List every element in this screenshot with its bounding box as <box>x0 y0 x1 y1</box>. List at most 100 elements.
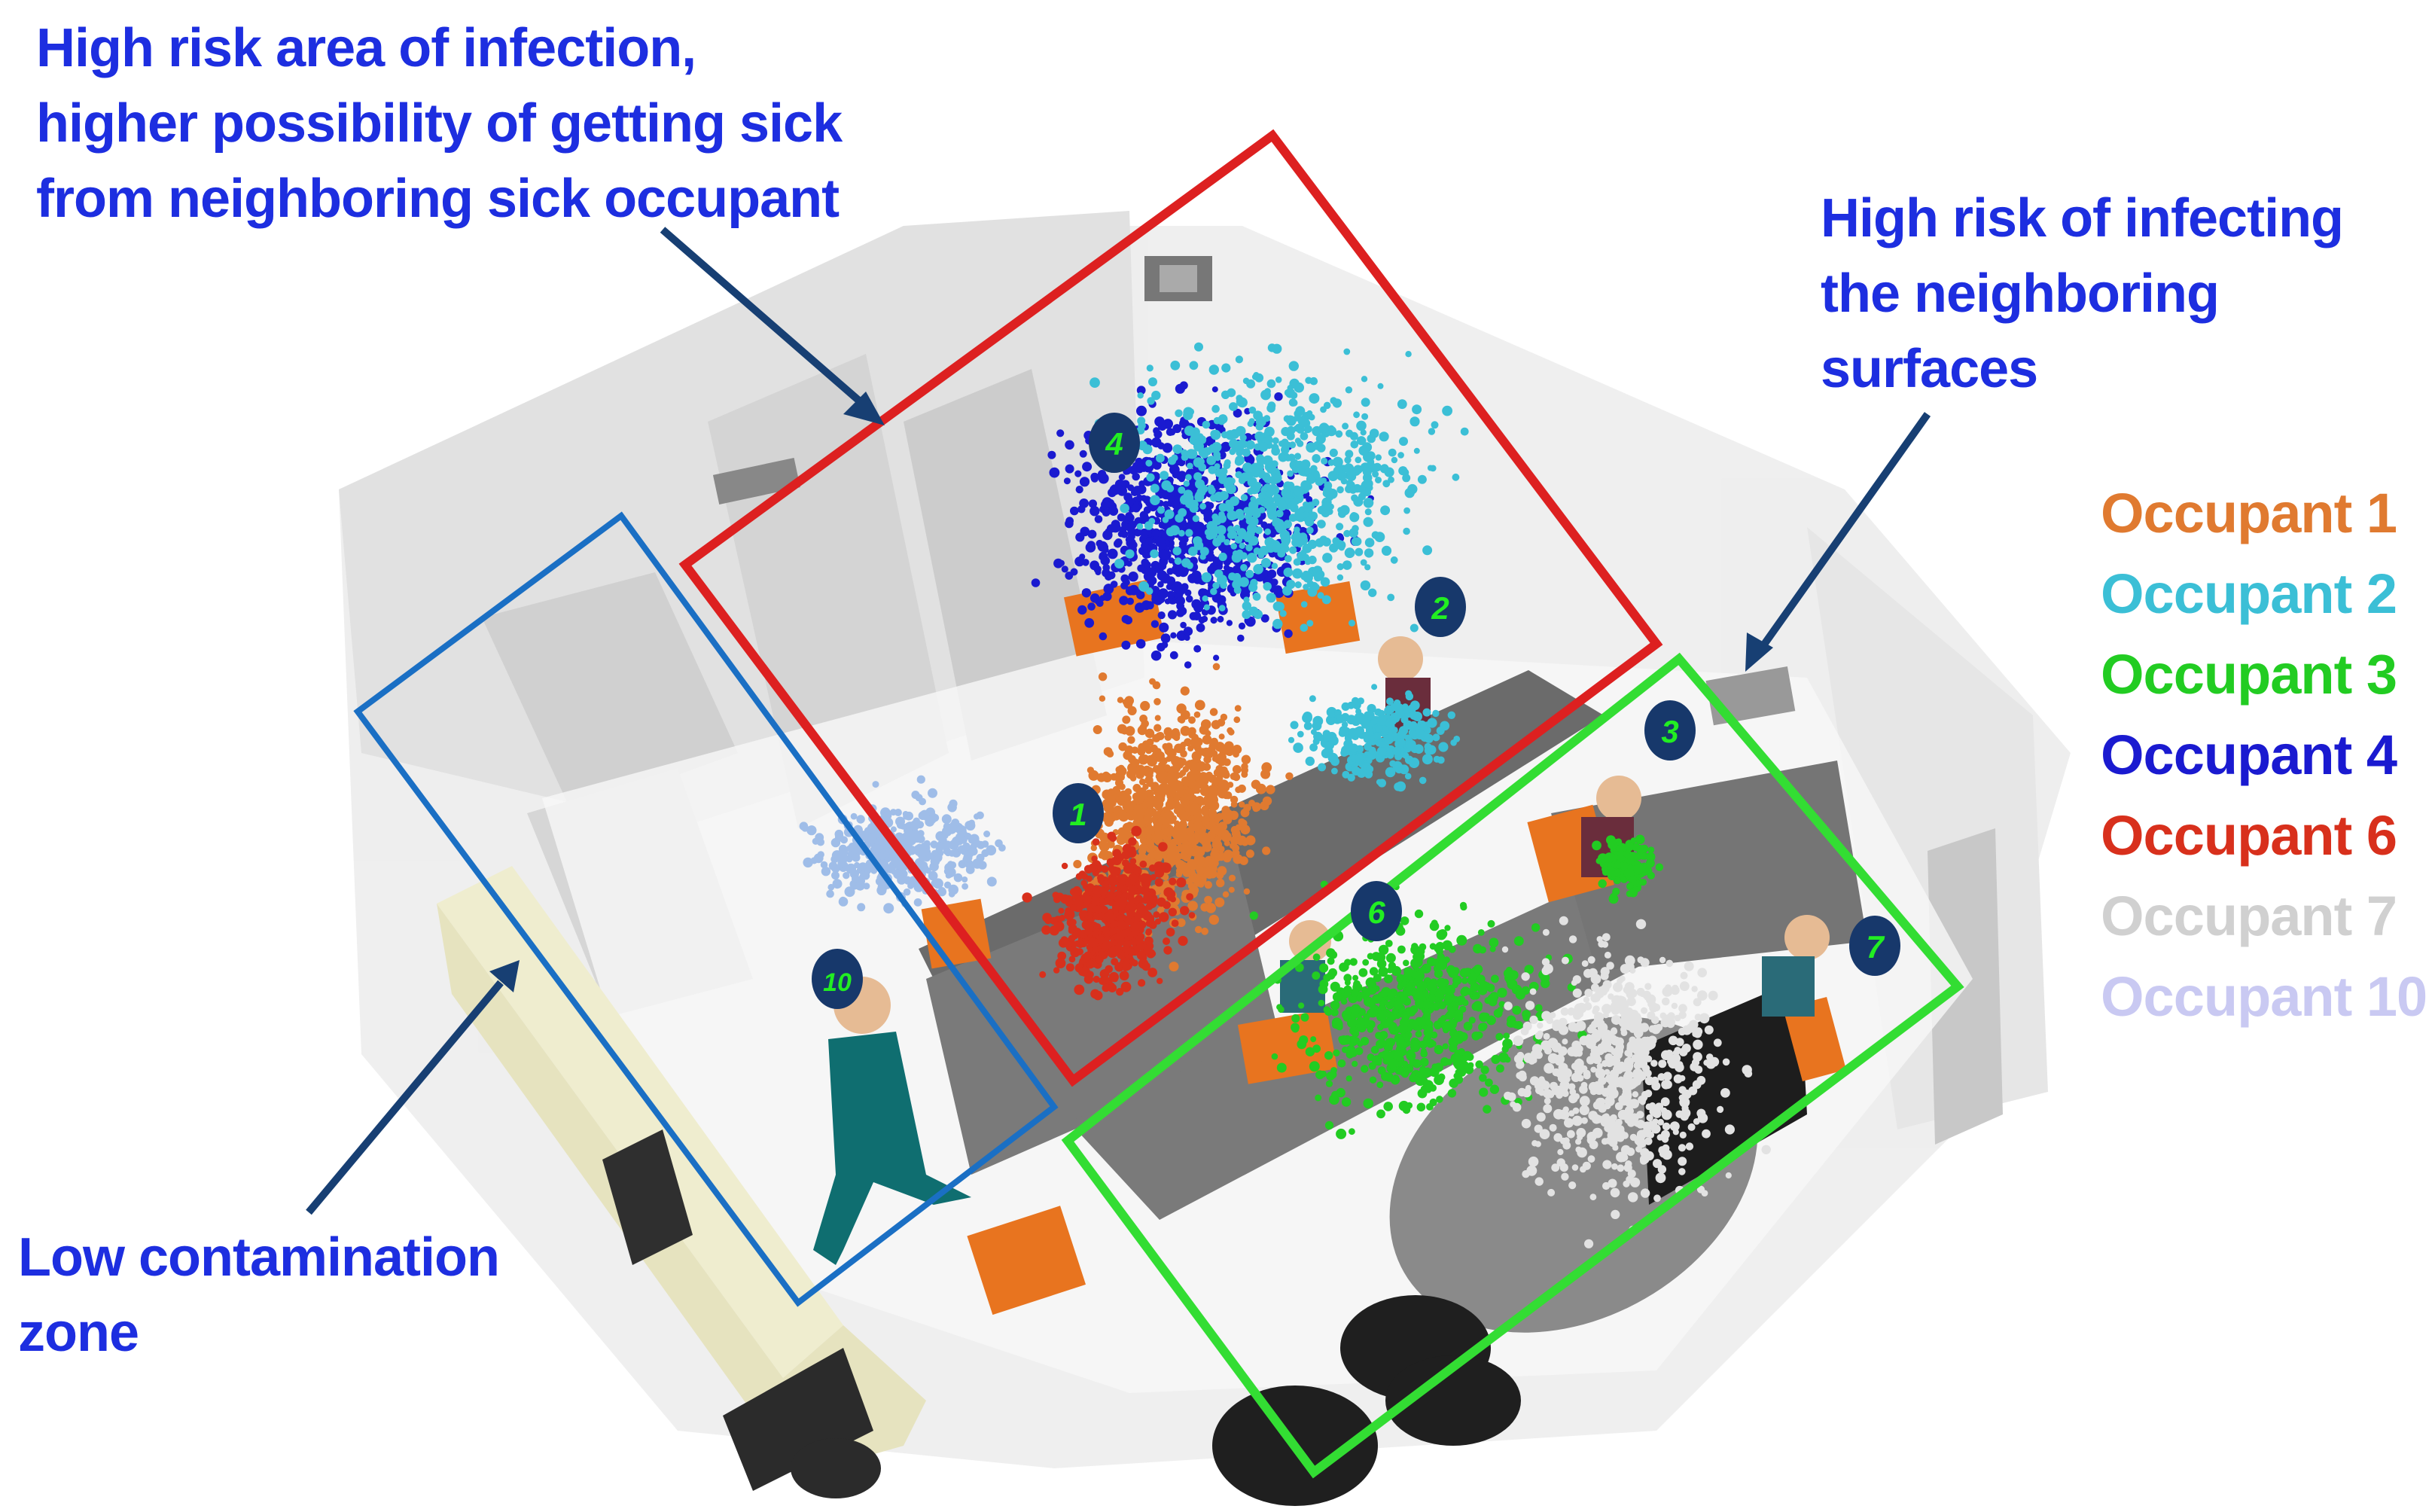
particle <box>1381 545 1392 556</box>
particle <box>1294 423 1303 431</box>
particle <box>1662 1122 1671 1131</box>
particle <box>897 875 907 885</box>
particle <box>1373 732 1382 740</box>
particle <box>1217 597 1226 606</box>
particle <box>1454 1035 1464 1044</box>
particle <box>1125 879 1133 888</box>
particle <box>1117 513 1126 522</box>
particle <box>1725 1172 1732 1179</box>
particle <box>1069 904 1077 912</box>
particle <box>1208 800 1220 811</box>
particle <box>1608 1135 1618 1145</box>
particle <box>1100 556 1111 565</box>
particle <box>1309 743 1318 751</box>
particle <box>1401 1011 1410 1021</box>
particle <box>1362 467 1372 477</box>
particle <box>1169 877 1177 886</box>
particle <box>1601 1138 1608 1145</box>
particle <box>1250 578 1258 587</box>
particle <box>1415 1030 1422 1038</box>
particle <box>1058 907 1065 914</box>
particle <box>1363 1018 1370 1026</box>
particle <box>1330 397 1337 404</box>
particle <box>1079 477 1090 487</box>
particle <box>1148 377 1157 387</box>
particle <box>1166 576 1176 586</box>
particle <box>1237 397 1248 408</box>
particle <box>1102 880 1110 888</box>
particle <box>1093 922 1100 929</box>
particle <box>1158 842 1168 852</box>
particle <box>1253 547 1261 555</box>
particle <box>1312 715 1324 727</box>
particle <box>1129 858 1137 864</box>
particle <box>1650 1059 1658 1067</box>
particle <box>1552 1068 1561 1077</box>
particle <box>1168 456 1177 465</box>
particle <box>1557 1019 1565 1026</box>
particle <box>1209 708 1218 716</box>
particle <box>1315 570 1325 579</box>
particle <box>1397 399 1407 410</box>
particle <box>1534 1124 1543 1133</box>
particle <box>1472 992 1480 1000</box>
particle <box>1142 740 1150 748</box>
particle <box>1211 858 1218 865</box>
particle <box>1328 425 1335 431</box>
particle <box>1196 779 1205 788</box>
particle <box>1132 504 1141 513</box>
particle <box>1644 1076 1654 1086</box>
particle <box>1214 463 1221 470</box>
particle <box>1272 544 1281 553</box>
particle <box>1193 645 1202 653</box>
particle <box>1662 997 1670 1006</box>
particle <box>1378 1052 1385 1059</box>
particle <box>1371 684 1378 690</box>
particle <box>1120 530 1129 538</box>
particle <box>945 869 955 878</box>
particle <box>1510 1101 1516 1108</box>
particle <box>1070 506 1079 516</box>
particle <box>1127 706 1137 716</box>
particle <box>1163 937 1170 945</box>
particle <box>1630 853 1639 862</box>
particle <box>1118 793 1127 802</box>
particle <box>1354 714 1364 724</box>
particle <box>1134 937 1142 945</box>
particle <box>1403 959 1409 967</box>
particle <box>1681 1044 1691 1053</box>
particle <box>1126 523 1135 532</box>
particle <box>1353 980 1361 988</box>
particle <box>1088 937 1099 948</box>
particle <box>1191 733 1199 742</box>
particle <box>1647 1131 1655 1139</box>
particle <box>837 861 845 868</box>
particle <box>1217 752 1227 763</box>
particle <box>1628 1039 1636 1047</box>
particle <box>1150 620 1160 628</box>
particle <box>1257 552 1265 559</box>
particle <box>1651 1081 1661 1091</box>
particle <box>1541 966 1550 976</box>
particle <box>1246 508 1255 517</box>
particle <box>1252 805 1260 812</box>
particle <box>1211 386 1218 393</box>
particle <box>1600 1040 1611 1050</box>
particle <box>1323 974 1331 982</box>
particle <box>1260 614 1269 623</box>
particle <box>1304 468 1312 475</box>
particle <box>1178 716 1186 724</box>
particle <box>1272 343 1282 354</box>
particle <box>1419 1057 1429 1067</box>
particle <box>1326 1072 1335 1081</box>
particle <box>1590 1032 1601 1042</box>
particle <box>1090 472 1099 481</box>
particle <box>1529 988 1537 995</box>
particle <box>1539 1129 1550 1139</box>
particle <box>1228 886 1235 893</box>
particle <box>1187 829 1194 837</box>
particle <box>1592 1101 1601 1110</box>
particle <box>1364 564 1371 571</box>
particle <box>1126 597 1134 605</box>
particle <box>1111 975 1119 983</box>
